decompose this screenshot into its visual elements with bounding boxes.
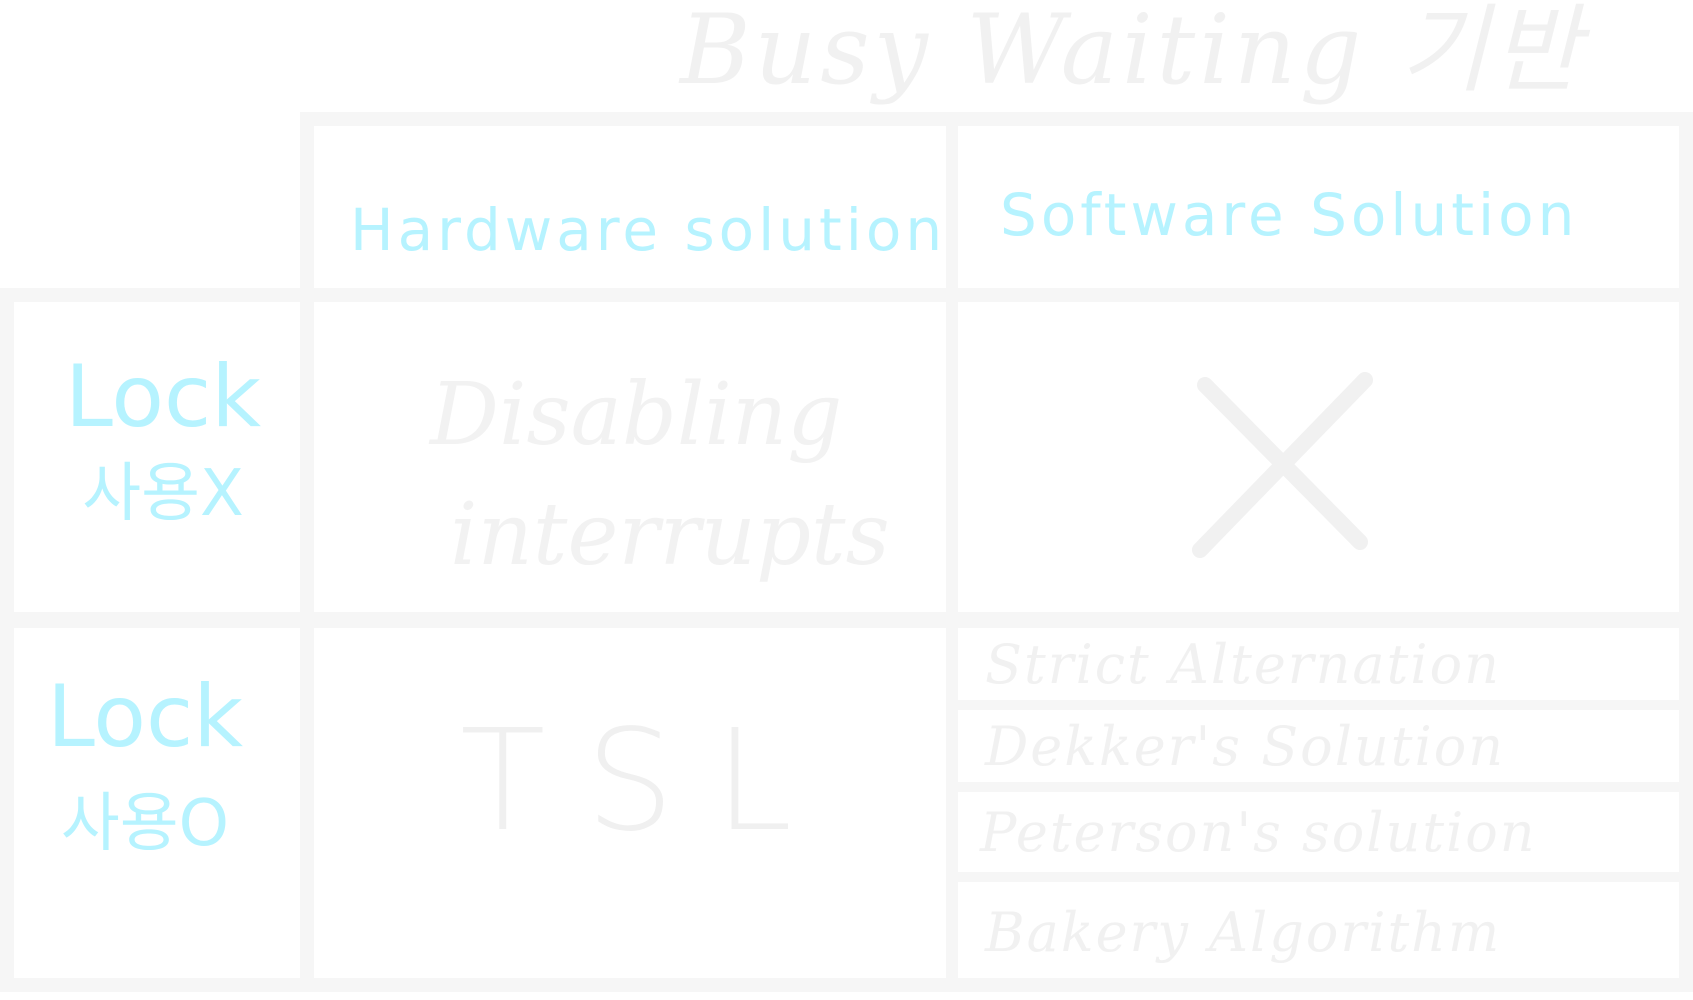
grid-line	[952, 700, 1693, 710]
grid-line	[300, 112, 314, 992]
cross-icon	[1190, 370, 1380, 560]
list-item-dekkers-solution: Dekker's Solution	[985, 715, 1505, 778]
grid-line	[0, 288, 14, 992]
grid-line	[952, 782, 1693, 792]
list-item-petersons-solution: Peterson's solution	[980, 801, 1537, 864]
grid-line	[0, 612, 1693, 628]
row-header-line: 사용X	[82, 457, 244, 531]
grid-line	[300, 112, 1693, 126]
diagram-title: Busy Waiting 기반	[680, 0, 1585, 106]
cell-line: Disabling	[430, 365, 843, 465]
cell-line: interrupts	[450, 485, 890, 585]
cell-tsl: TSL	[460, 700, 833, 863]
column-header-software: Software Solution	[1000, 181, 1579, 249]
grid-line	[0, 288, 1693, 302]
row-header-line: 사용O	[60, 787, 230, 861]
row-header-lock: Lock 사용O	[10, 665, 280, 879]
row-header-line: Lock	[46, 667, 244, 767]
grid-line	[0, 978, 1693, 992]
list-item-bakery-algorithm: Bakery Algorithm	[985, 901, 1502, 964]
grid-line	[1679, 112, 1693, 992]
grid-line	[952, 872, 1693, 882]
grid-line	[946, 112, 958, 992]
row-header-no-lock: Lock 사용X	[28, 345, 298, 539]
row-header-line: Lock	[64, 347, 262, 447]
column-header-hardware: Hardware solution	[350, 196, 947, 264]
list-item-strict-alternation: Strict Alternation	[985, 633, 1501, 696]
cell-disabling-interrupts: Disabling interrupts	[430, 355, 890, 595]
